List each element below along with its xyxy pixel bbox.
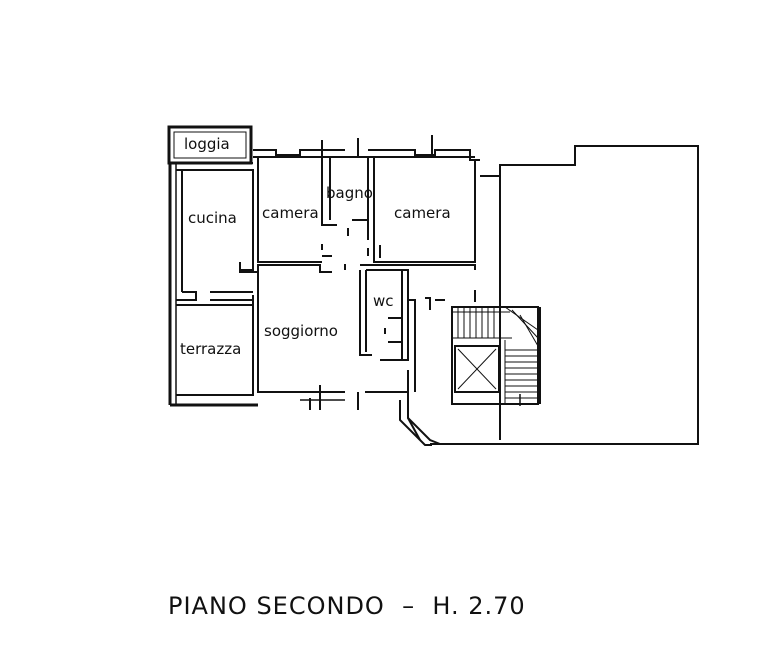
- room-label-bagno: bagno: [326, 184, 373, 202]
- wc-walls: [359, 269, 409, 361]
- room-label-loggia: loggia: [184, 135, 230, 153]
- plan-caption: PIANO SECONDO – H. 2.70: [168, 592, 526, 620]
- camera-left-walls: [257, 157, 337, 263]
- corner-wall: [399, 392, 441, 446]
- outer-envelope: [430, 145, 699, 445]
- room-label-soggiorno: soggiorno: [264, 322, 338, 340]
- room-label-camera-left: camera: [262, 204, 319, 222]
- corridor-wall: [239, 262, 476, 302]
- camera-right-walls: [367, 160, 476, 263]
- room-label-wc: wc: [373, 292, 394, 310]
- left-outer-wall: [168, 163, 258, 407]
- top-wall: [253, 135, 480, 161]
- room-label-cucina: cucina: [188, 209, 237, 227]
- room-label-terrazza: terrazza: [180, 340, 241, 358]
- landing-walls: [408, 297, 445, 392]
- room-label-camera-right: camera: [394, 204, 451, 222]
- terrazza-walls: [176, 295, 254, 396]
- bagno-walls: [329, 157, 375, 240]
- cucina-walls: [176, 162, 254, 301]
- stairwell: [451, 306, 541, 406]
